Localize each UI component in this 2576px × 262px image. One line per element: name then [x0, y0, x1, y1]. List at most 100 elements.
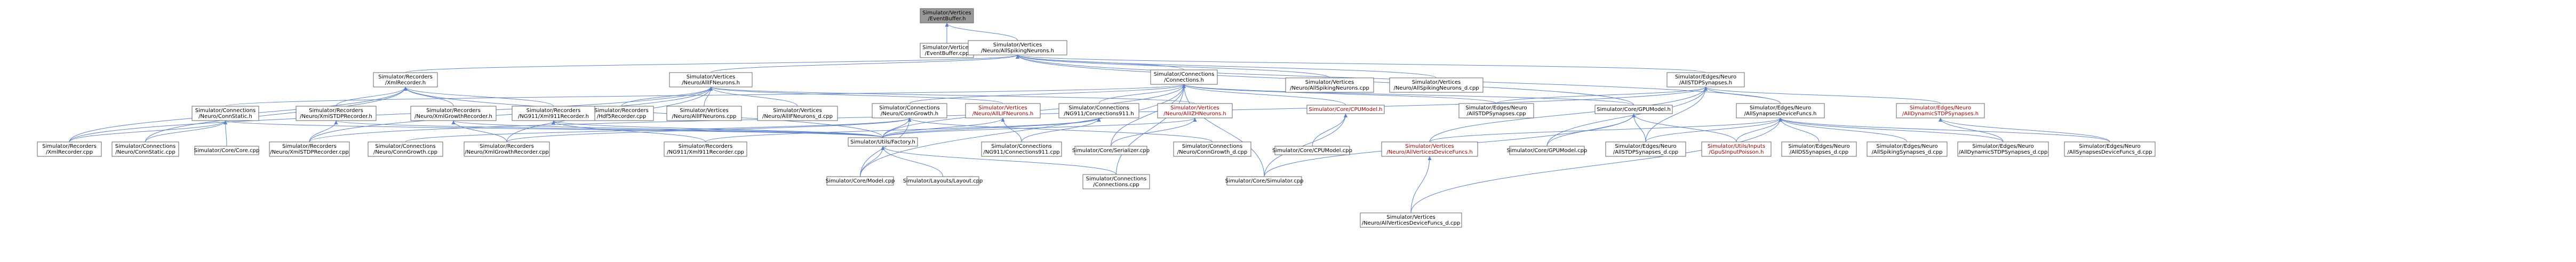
- node-gpu-poisson[interactable]: Simulator/Utils/Inputs/GpuSInputPoisson.…: [1701, 141, 1772, 157]
- node-model-cpp[interactable]: Simulator/Core/Model.cpp: [826, 176, 895, 186]
- node-cpumodel-cpp[interactable]: Simulator/Core/CPUModel.cpp: [1272, 146, 1352, 155]
- node-conn911-h[interactable]: Simulator/Connections/NG911/Connections9…: [1058, 103, 1139, 118]
- node-box: [194, 146, 259, 155]
- include-edge: [1632, 113, 1646, 142]
- node-label-line: /Neuro/AllSpikingNeurons.h: [981, 48, 1054, 54]
- node-box: [1173, 141, 1251, 157]
- node-label-line: /Neuro/AllVerticesDeviceFuncs_d.cpp: [1362, 220, 1461, 226]
- include-edge: [860, 117, 912, 177]
- node-cpumodel-h[interactable]: Simulator/Core/CPUModel.h: [1306, 105, 1385, 114]
- node-allds-d-cpp[interactable]: Simulator/Edges/Neuro/AllDSSynapses_d.cp…: [1781, 141, 1857, 157]
- node-box: [1458, 103, 1534, 118]
- node-xmlgrowthrec-cpp[interactable]: Simulator/Recorders/Neuro/XmlGrowthRecor…: [464, 141, 550, 157]
- node-box: [906, 176, 979, 186]
- include-edge: [1111, 84, 1186, 147]
- node-allverticesdev-h[interactable]: Simulator/Vertices/Neuro/AllVerticesDevi…: [1381, 141, 1478, 157]
- node-allspikingsyn-d-cpp[interactable]: Simulator/Edges/Neuro/AllSpikingSynapses…: [1867, 141, 1948, 157]
- node-core-cpp[interactable]: Simulator/Core/Core.cpp: [194, 146, 260, 155]
- node-allifneurons-cpp[interactable]: Simulator/Vertices/Neuro/AllIFNeurons.cp…: [666, 106, 742, 121]
- node-connstatic-cpp[interactable]: Simulator/Connections/Neuro/ConnStatic.c…: [111, 141, 179, 157]
- node-hdf5rec-h[interactable]: Simulator/Recorders/Hdf5Recorder.cpp: [589, 106, 654, 121]
- node-label-line: Simulator/Core/CPUModel.cpp: [1272, 148, 1352, 154]
- include-edge: [451, 120, 883, 138]
- include-edge: [403, 86, 454, 107]
- node-allstdp-h[interactable]: Simulator/Edges/Neuro/AllSTDPSynapses.h: [1666, 72, 1745, 88]
- node-box: [373, 72, 438, 88]
- node-serializer-cpp[interactable]: Simulator/Core/Serializer.cpp: [1072, 146, 1150, 155]
- node-box: [111, 141, 179, 157]
- node-ng911rec-cpp[interactable]: Simulator/Recorders/NG911/Xml911Recorder…: [664, 141, 747, 157]
- node-label-line: /EventBuffer.cpp: [925, 51, 969, 57]
- node-box: [1736, 103, 1825, 118]
- node-connections-h[interactable]: Simulator/Connections/Connections.h: [1150, 69, 1218, 85]
- node-box: [37, 141, 102, 157]
- node-label-line: /Neuro/ConnGrowth_d.cpp: [1177, 149, 1247, 155]
- node-label-line: /Neuro/AllIFNeurons.h: [682, 80, 740, 86]
- node-allspiking-h[interactable]: Simulator/Vertices/Neuro/AllSpikingNeuro…: [968, 40, 1067, 55]
- node-gpumodel-h[interactable]: Simulator/Core/GPUModel.h: [1594, 105, 1673, 114]
- node-xmlgrowthrec-h[interactable]: Simulator/Recorders/Neuro/XmlGrowthRecor…: [410, 106, 497, 121]
- include-edge: [1645, 86, 1708, 142]
- node-simulator-cpp[interactable]: Simulator/Core/Simulator.cpp: [1225, 176, 1304, 186]
- node-alllif-h[interactable]: Simulator/Vertices/Neuro/AllLIFNeurons.h: [965, 103, 1041, 118]
- node-allifneurons-h[interactable]: Simulator/Vertices/Neuro/AllIFNeurons.h: [669, 72, 753, 88]
- node-allverticesdev-d-cpp[interactable]: Simulator/Vertices/Neuro/AllVerticesDevi…: [1360, 212, 1462, 228]
- node-label-line: /XmlRecorder.h: [385, 80, 426, 86]
- node-label-line: Simulator/Core/Serializer.cpp: [1072, 148, 1150, 154]
- include-edge: [1939, 117, 2110, 142]
- include-edge: [1779, 117, 2110, 142]
- node-label-line: Simulator/Connections: [991, 144, 1051, 149]
- node-box: [981, 141, 1062, 157]
- node-box: [669, 72, 753, 88]
- node-allspiking-cpp[interactable]: Simulator/Vertices/Neuro/AllSpikingNeuro…: [1285, 77, 1374, 93]
- node-alldynstdp-d-cpp[interactable]: Simulator/Edges/Neuro/AllDynamicSTDPSyna…: [1957, 141, 2049, 157]
- include-edge: [909, 84, 1186, 104]
- node-label-line: /Neuro/ConnGrowth.h: [881, 111, 938, 117]
- node-allizh-h[interactable]: Simulator/Vertices/Neuro/AllIZHNeurons.h: [1157, 103, 1233, 118]
- node-label-line: Simulator/Vertices: [1386, 215, 1435, 220]
- node-label-line: /Neuro/AllSpikingNeurons_d.cpp: [1393, 85, 1479, 91]
- node-label-line: Simulator/Edges/Neuro: [1465, 105, 1527, 111]
- node-conngrowth-d-cpp[interactable]: Simulator/Connections/Neuro/ConnGrowth_d…: [1173, 141, 1251, 157]
- node-label-line: Simulator/Connections: [1154, 72, 1214, 77]
- node-box: [1058, 103, 1139, 118]
- node-factory-h[interactable]: Simulator/Utils/Factory.h: [848, 137, 918, 147]
- node-label-line: /AllSynapsesDeviceFuncs.h: [1744, 111, 1817, 117]
- node-label-line: /NG911/Xml911Recorder.cpp: [667, 149, 744, 155]
- node-gpumodel-cpp[interactable]: Simulator/Core/GPUModel.cpp: [1507, 146, 1588, 155]
- node-ng911rec-h[interactable]: Simulator/Recorders/NG911/Xml911Recorder…: [512, 106, 595, 121]
- node-label-line: Simulator/Vertices: [1405, 144, 1454, 149]
- include-edge: [1546, 86, 1708, 147]
- include-edge: [705, 117, 1101, 142]
- node-label-line: /Connections.cpp: [1093, 182, 1139, 188]
- node-connections-cpp[interactable]: Simulator/Connections/Connections.cpp: [1082, 174, 1150, 189]
- node-label-line: /GpuSInputPoisson.h: [1709, 149, 1764, 155]
- node-box: [192, 106, 259, 121]
- node-xmlrecorder-h[interactable]: Simulator/Recorders/XmlRecorder.h: [373, 72, 438, 88]
- node-layout-cpp[interactable]: Simulator/Layouts/Layout.cpp: [903, 176, 983, 186]
- node-alldynstdp-h[interactable]: Simulator/Edges/Neuro/AllDynamicSTDPSyna…: [1896, 103, 1985, 118]
- node-conngrowth-h[interactable]: Simulator/Connections/Neuro/ConnGrowth.h: [872, 103, 947, 118]
- node-connstatic-h[interactable]: Simulator/Connections/Neuro/ConnStatic.h: [192, 106, 259, 121]
- node-label-line: Simulator/Edges/Neuro: [2079, 144, 2140, 149]
- node-allsynapsesdev-h[interactable]: Simulator/Edges/Neuro/AllSynapsesDeviceF…: [1736, 103, 1825, 118]
- node-allstdp-d-cpp[interactable]: Simulator/Edges/Neuro/AllSTDPSynapses_d.…: [1605, 141, 1686, 157]
- node-box: [1074, 146, 1147, 155]
- node-allstdp-cpp[interactable]: Simulator/Edges/Neuro/AllSTDPSynapses.cp…: [1458, 103, 1534, 118]
- node-box: [965, 103, 1041, 118]
- node-label-line: Simulator/Core/CPUModel.h: [1309, 107, 1382, 113]
- node-label-line: /AllSTDPSynapses.cpp: [1467, 111, 1526, 117]
- include-edge: [945, 22, 1018, 41]
- node-xmlstdprec-h[interactable]: Simulator/Recorders/Neuro/XmlSTDPRecorde…: [296, 106, 377, 121]
- node-eventbuffer-h[interactable]: Simulator/Vertices/EventBuffer.h: [920, 8, 974, 23]
- node-xmlrecorder-cpp[interactable]: Simulator/Recorders/XmlRecorder.cpp: [37, 141, 102, 157]
- node-allspiking-d-cpp[interactable]: Simulator/Vertices/Neuro/AllSpikingNeuro…: [1389, 77, 1484, 93]
- include-edge: [1182, 84, 1634, 106]
- node-xmlstdprec-cpp[interactable]: Simulator/Recorders/Neuro/XmlSTDPRecorde…: [269, 141, 350, 157]
- node-conn911-cpp[interactable]: Simulator/Connections/NG911/Connections9…: [981, 141, 1062, 157]
- node-conngrowth-cpp[interactable]: Simulator/Connections/Neuro/ConnGrowth.c…: [368, 141, 443, 157]
- node-allsynapsesdev-d-cpp[interactable]: Simulator/Edges/Neuro/AllSynapsesDeviceF…: [2064, 141, 2156, 157]
- node-eventbuffer-cpp[interactable]: Simulator/Vertices/EventBuffer.cpp: [920, 43, 974, 58]
- node-label-line: Simulator/Core/Simulator.cpp: [1225, 178, 1304, 184]
- node-allifneurons-d-cpp[interactable]: Simulator/Vertices/Neuro/AllIFNeurons_d.…: [757, 106, 838, 121]
